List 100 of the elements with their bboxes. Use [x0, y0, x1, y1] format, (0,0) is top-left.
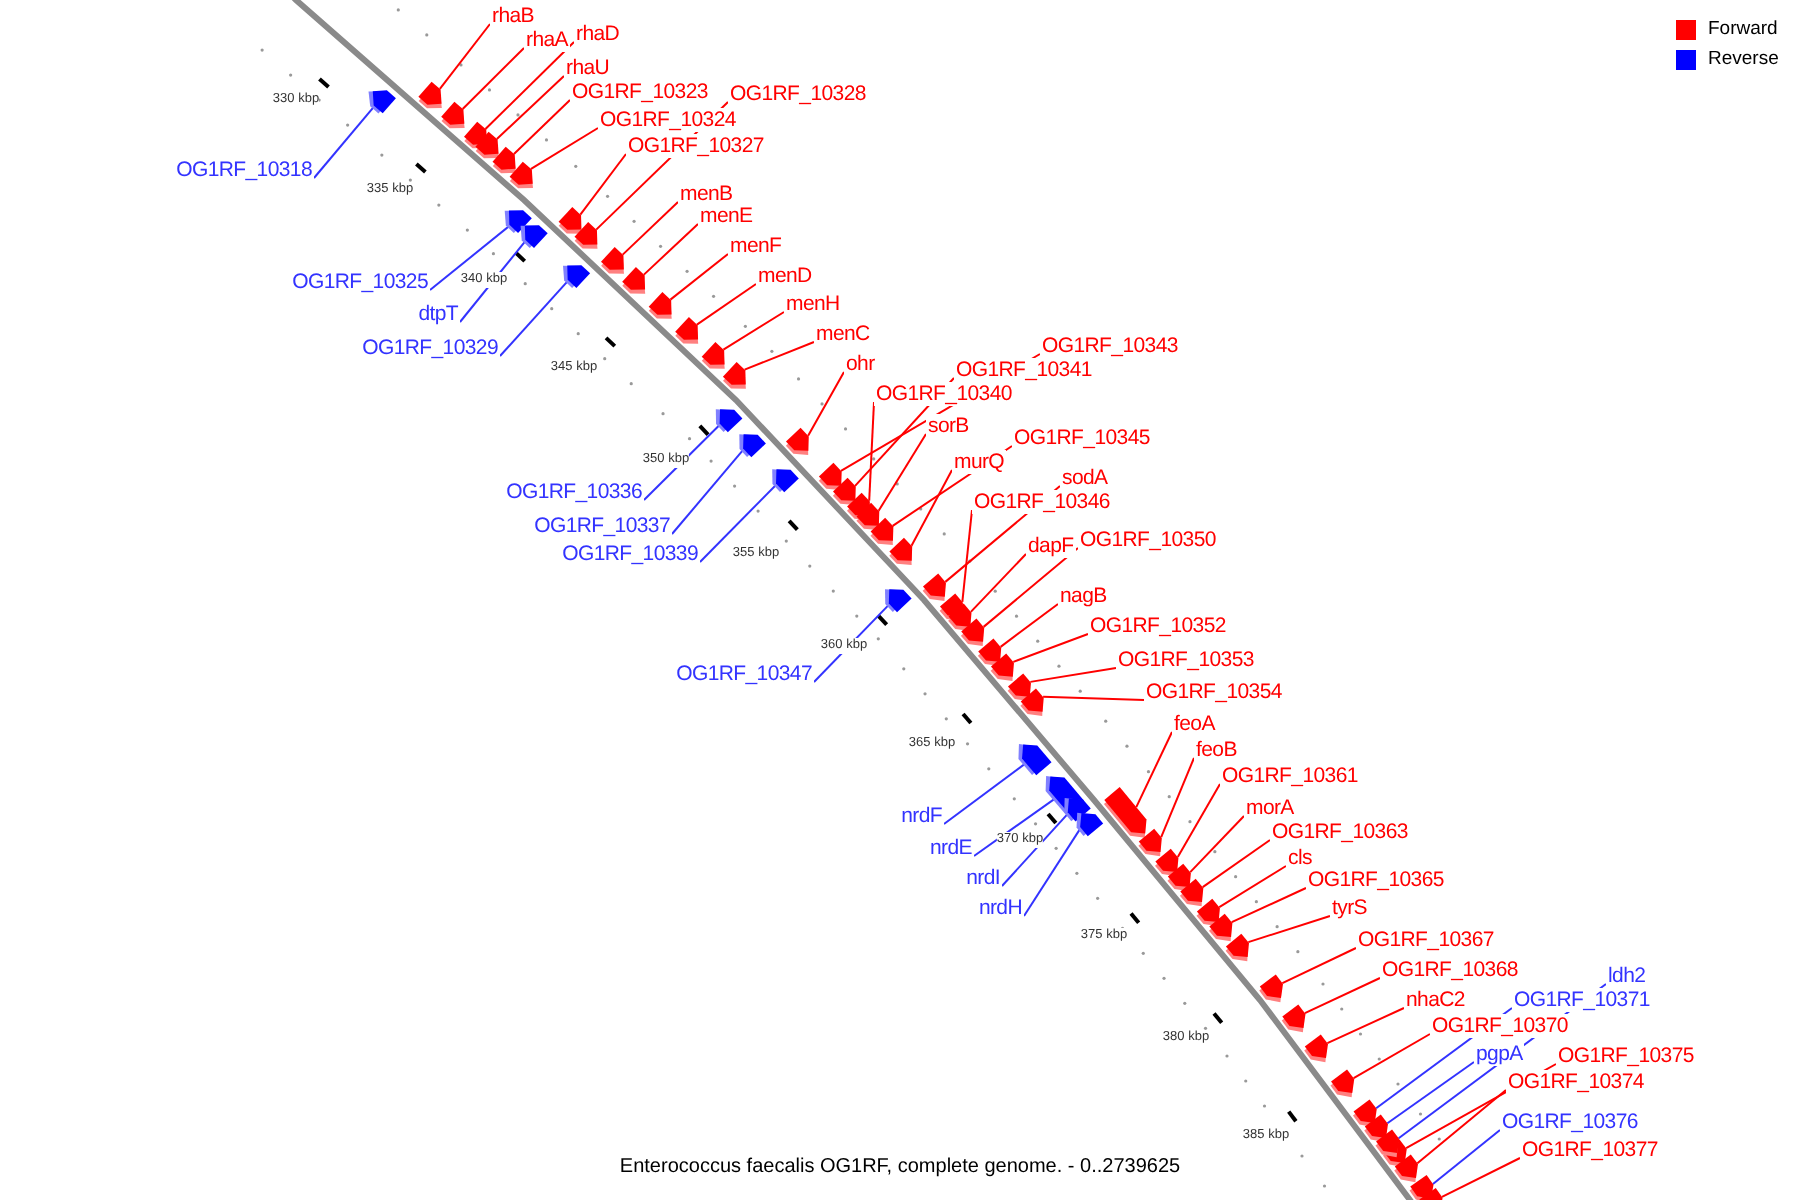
gene-label: sodA: [1060, 466, 1110, 490]
gene-label: rhaA: [524, 28, 570, 52]
leader-line: [722, 311, 785, 351]
gene-feature: [1375, 1129, 1400, 1158]
leader-line: [1386, 1061, 1475, 1125]
gene-feature: [574, 222, 598, 249]
gene-label: OG1RF_10368: [1380, 958, 1520, 982]
gene-feature: [563, 265, 591, 289]
gene-label: dtpT: [416, 302, 460, 326]
leader-line: [1416, 1089, 1507, 1165]
gene-feature: [1076, 812, 1104, 837]
leader-line: [512, 99, 571, 155]
leader-line: [484, 41, 575, 130]
gene-feature: [870, 517, 894, 545]
gene-label: OG1RF_10318: [174, 158, 314, 182]
gene-feature: [368, 90, 396, 114]
leader-line: [1176, 783, 1221, 859]
gene-feature: [1259, 974, 1283, 1003]
leader-line: [1160, 757, 1195, 839]
gene-feature: [885, 589, 912, 613]
leader-line: [1431, 1129, 1501, 1185]
gene-label: OG1RF_10346: [972, 490, 1112, 514]
leader-line: [1326, 1007, 1405, 1045]
leader-line: [910, 469, 953, 547]
gene-label: nrdH: [976, 896, 1024, 920]
gene-feature: [418, 81, 442, 109]
gene-label: OG1RF_10323: [570, 80, 710, 104]
gene-feature: [1281, 1004, 1306, 1033]
gene-label: OG1RF_10324: [598, 108, 738, 132]
gene-feature: [772, 469, 799, 493]
gene-label: OG1RF_10370: [1430, 1014, 1570, 1038]
legend-label: Forward: [1708, 16, 1778, 42]
leader-line: [1230, 887, 1307, 924]
leader-line: [1189, 815, 1245, 874]
gene-feature: [1138, 828, 1162, 857]
gene-feature: [1179, 878, 1204, 907]
leader-line: [1135, 731, 1173, 809]
gene-label: ohr: [844, 352, 877, 376]
leader-line: [495, 75, 565, 140]
gene-label: nrdI: [964, 866, 1002, 890]
leader-line: [743, 341, 815, 371]
leader-line: [530, 127, 599, 170]
gene-label: menD: [756, 264, 814, 288]
leader-line: [969, 553, 1027, 613]
leader-line: [669, 253, 729, 301]
leader-line: [1201, 839, 1271, 889]
leader-line: [1218, 865, 1287, 909]
gene-label: cls: [1286, 846, 1314, 870]
gene-label: OG1RF_10377: [1520, 1138, 1660, 1162]
gene-feature: [715, 409, 743, 433]
gene-label: OG1RF_10350: [1078, 528, 1218, 552]
gene-label: OG1RF_10353: [1116, 648, 1256, 672]
gene-label: menH: [784, 292, 842, 316]
gene-label: OG1RF_10336: [504, 480, 644, 504]
gene-label: OG1RF_10367: [1356, 928, 1496, 952]
gene-feature: [1394, 1154, 1418, 1183]
leader-line: [943, 762, 1027, 825]
leader-line: [868, 401, 875, 502]
gene-label: menB: [678, 182, 735, 206]
leader-line: [313, 105, 376, 179]
gene-feature: [509, 161, 533, 189]
gene-feature: [922, 573, 946, 601]
gene-feature: [492, 146, 516, 174]
legend-label: Reverse: [1708, 46, 1779, 72]
gene-label: OG1RF_10376: [1500, 1110, 1640, 1134]
leader-line: [1352, 1033, 1431, 1080]
gene-label: feoB: [1194, 738, 1239, 762]
gene-label: OG1RF_10328: [728, 82, 868, 106]
gene-label: OG1RF_10347: [674, 662, 814, 686]
gene-label: nrdE: [928, 836, 974, 860]
gene-label: menF: [728, 234, 784, 258]
leader-line: [461, 47, 525, 110]
gene-label: OG1RF_10375: [1556, 1044, 1696, 1068]
leader-line: [438, 23, 491, 90]
gene-feature: [601, 247, 624, 274]
leader-line: [621, 201, 679, 256]
gene-feature: [1167, 863, 1191, 892]
gene-feature: [818, 462, 842, 490]
gene-feature: [739, 434, 766, 458]
gene-feature: [1018, 744, 1052, 776]
gene-label: rhaU: [564, 56, 612, 80]
leader-line: [459, 239, 527, 323]
leader-line: [695, 283, 757, 326]
gene-label: OG1RF_10363: [1270, 820, 1410, 844]
gene-feature: [622, 267, 646, 294]
gene-feature: [1020, 688, 1044, 716]
leader-line: [642, 223, 699, 276]
leader-line: [1029, 667, 1117, 683]
gene-label: sorB: [926, 414, 971, 438]
leader-line: [1042, 695, 1145, 701]
gene-feature: [1155, 848, 1179, 877]
gene-label: murQ: [952, 450, 1007, 474]
leader-line: [1001, 812, 1070, 887]
gene-feature: [1103, 787, 1147, 838]
leader-line: [643, 423, 722, 501]
gene-feature: [785, 427, 809, 455]
gene-label: OG1RF_10361: [1220, 764, 1360, 788]
gene-feature: [441, 101, 465, 129]
leader-line: [877, 433, 927, 512]
gene-label: rhaB: [490, 4, 536, 28]
